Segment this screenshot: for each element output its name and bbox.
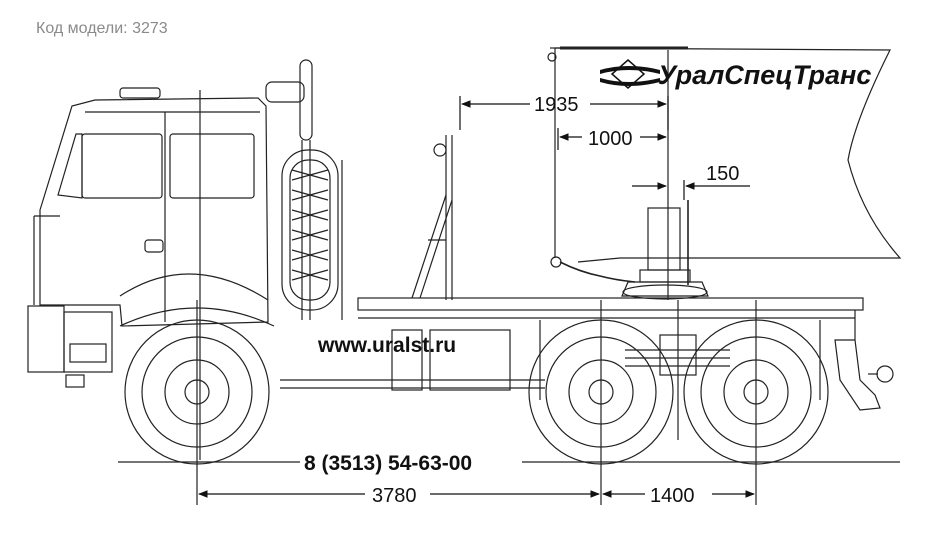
rear-mast — [411, 135, 453, 300]
dim-wheelbase: 3780 — [372, 485, 417, 507]
chain — [559, 200, 689, 285]
model-label: Код модели: 3273 — [36, 20, 168, 37]
cab-outline — [33, 87, 269, 460]
front-bumper — [27, 305, 113, 388]
exhaust-pipe — [265, 59, 313, 320]
spare-wheel — [281, 149, 343, 320]
dim-1000: 1000 — [588, 128, 633, 150]
chassis-frame — [280, 297, 894, 411]
dim-1935: 1935 — [534, 94, 579, 116]
phone-number: 8 (3513) 54-63-00 — [304, 452, 472, 475]
website-link: www.uralst.ru — [317, 334, 456, 357]
phone-background — [300, 448, 522, 476]
dim-150: 150 — [706, 163, 739, 185]
semitrailer-outline — [547, 46, 902, 300]
dim-axle-spacing: 1400 — [650, 485, 695, 507]
brand-name: УралСпецТранс — [658, 60, 871, 90]
rear-suspension — [391, 300, 821, 440]
diamond-logo-icon — [600, 59, 660, 89]
fifth-wheel-coupling — [621, 207, 709, 300]
